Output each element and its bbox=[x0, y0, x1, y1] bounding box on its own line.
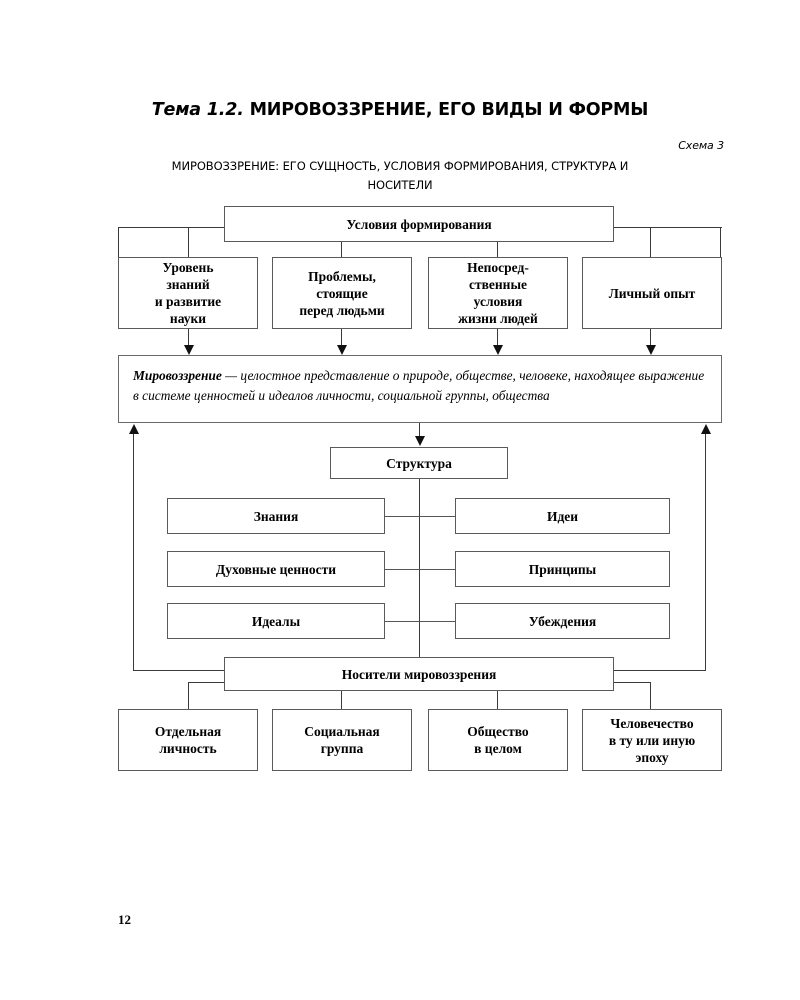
connector-condition-to-def-0 bbox=[188, 329, 190, 347]
structure-right-box-1: Принципы bbox=[455, 551, 670, 587]
structure-header-box: Структура bbox=[330, 447, 508, 479]
connector-bearers-right-branch-v bbox=[650, 682, 652, 709]
connector-bearers-left-branch-h bbox=[188, 682, 226, 684]
structure-right-label-1: Принципы bbox=[528, 561, 597, 577]
connector-structure-spine bbox=[419, 479, 421, 657]
arrow-def-to-structure bbox=[415, 436, 425, 446]
connector-conditions-left-inner-v bbox=[188, 227, 190, 257]
arrow-condition-to-def-2 bbox=[493, 345, 503, 355]
connector-conditions-left-inner-h bbox=[188, 227, 226, 229]
connector-conditions-drop-2 bbox=[341, 241, 343, 257]
connector-conditions-left-outer-v bbox=[118, 227, 120, 257]
condition-label-3: Личный опыт bbox=[608, 285, 696, 301]
connector-bearers-left-rail-h bbox=[133, 670, 225, 672]
page-title: Тема 1.2. МИРОВОЗЗРЕНИЕ, ЕГО ВИДЫ И ФОРМ… bbox=[0, 100, 800, 120]
definition-body: — целостное представление о природе, общ… bbox=[133, 368, 705, 403]
connector-conditions-right-outer-h bbox=[613, 227, 722, 229]
connector-conditions-right-outer-v bbox=[720, 227, 722, 257]
definition-box: Мировоззрение — целостное представление … bbox=[118, 355, 722, 423]
page-number: 12 bbox=[118, 912, 131, 927]
connector-conditions-right-inner-v bbox=[650, 227, 652, 257]
structure-right-label-0: Идеи bbox=[546, 508, 579, 524]
connector-condition-to-def-2 bbox=[497, 329, 499, 347]
connector-bearers-right-rail-v bbox=[705, 434, 707, 671]
connector-conditions-drop-3 bbox=[497, 241, 499, 257]
scheme-caption: МИРОВОЗЗРЕНИЕ: ЕГО СУЩНОСТЬ, УСЛОВИЯ ФОР… bbox=[171, 159, 629, 192]
page-title-theme: Тема 1.2. bbox=[151, 100, 244, 120]
structure-left-label-1: Духовные ценности bbox=[215, 561, 337, 577]
connector-def-to-structure bbox=[419, 423, 421, 437]
arrow-condition-to-def-1 bbox=[337, 345, 347, 355]
conditions-header-box: Условия формирования bbox=[224, 206, 614, 242]
connector-conditions-left-outer-h bbox=[118, 227, 225, 229]
bearers-header-box: Носители мировоззрения bbox=[224, 657, 614, 691]
arrow-bearers-to-definition-right bbox=[701, 424, 711, 434]
connector-bearers-right-branch-h bbox=[613, 682, 651, 684]
connector-bearers-right-rail-h bbox=[613, 670, 706, 672]
connector-bearers-left-branch-v bbox=[188, 682, 190, 709]
structure-right-box-0: Идеи bbox=[455, 498, 670, 534]
connector-conditions-right-inner-h bbox=[613, 227, 651, 229]
conditions-header-label: Условия формирования bbox=[346, 216, 492, 232]
connector-bearers-drop-1 bbox=[341, 691, 343, 709]
arrow-condition-to-def-3 bbox=[646, 345, 656, 355]
structure-header-label: Структура bbox=[386, 455, 452, 471]
connector-structure-rung-2 bbox=[384, 621, 456, 623]
connector-structure-rung-1 bbox=[384, 569, 456, 571]
connector-bearers-drop-2 bbox=[497, 691, 499, 709]
structure-right-box-2: Убеждения bbox=[455, 603, 670, 639]
scheme-label: Схема 3 bbox=[678, 139, 724, 152]
connector-bearers-left-rail-v bbox=[133, 434, 135, 671]
connector-condition-to-def-1 bbox=[341, 329, 343, 347]
connector-structure-rung-0 bbox=[384, 516, 456, 518]
structure-right-label-2: Убеждения bbox=[528, 613, 597, 629]
structure-left-label-0: Знания bbox=[253, 508, 299, 524]
definition-term: Мировоззрение bbox=[133, 368, 222, 383]
arrow-condition-to-def-0 bbox=[184, 345, 194, 355]
connector-condition-to-def-3 bbox=[650, 329, 652, 347]
structure-left-box-2: Идеалы bbox=[167, 603, 385, 639]
structure-left-box-0: Знания bbox=[167, 498, 385, 534]
structure-left-box-1: Духовные ценности bbox=[167, 551, 385, 587]
condition-box-3: Личный опыт bbox=[582, 257, 722, 329]
bearers-header-label: Носители мировоззрения bbox=[341, 666, 497, 682]
page-title-rest: МИРОВОЗЗРЕНИЕ, ЕГО ВИДЫ И ФОРМЫ bbox=[243, 100, 649, 120]
structure-left-label-2: Идеалы bbox=[251, 613, 301, 629]
arrow-bearers-to-definition-left bbox=[129, 424, 139, 434]
